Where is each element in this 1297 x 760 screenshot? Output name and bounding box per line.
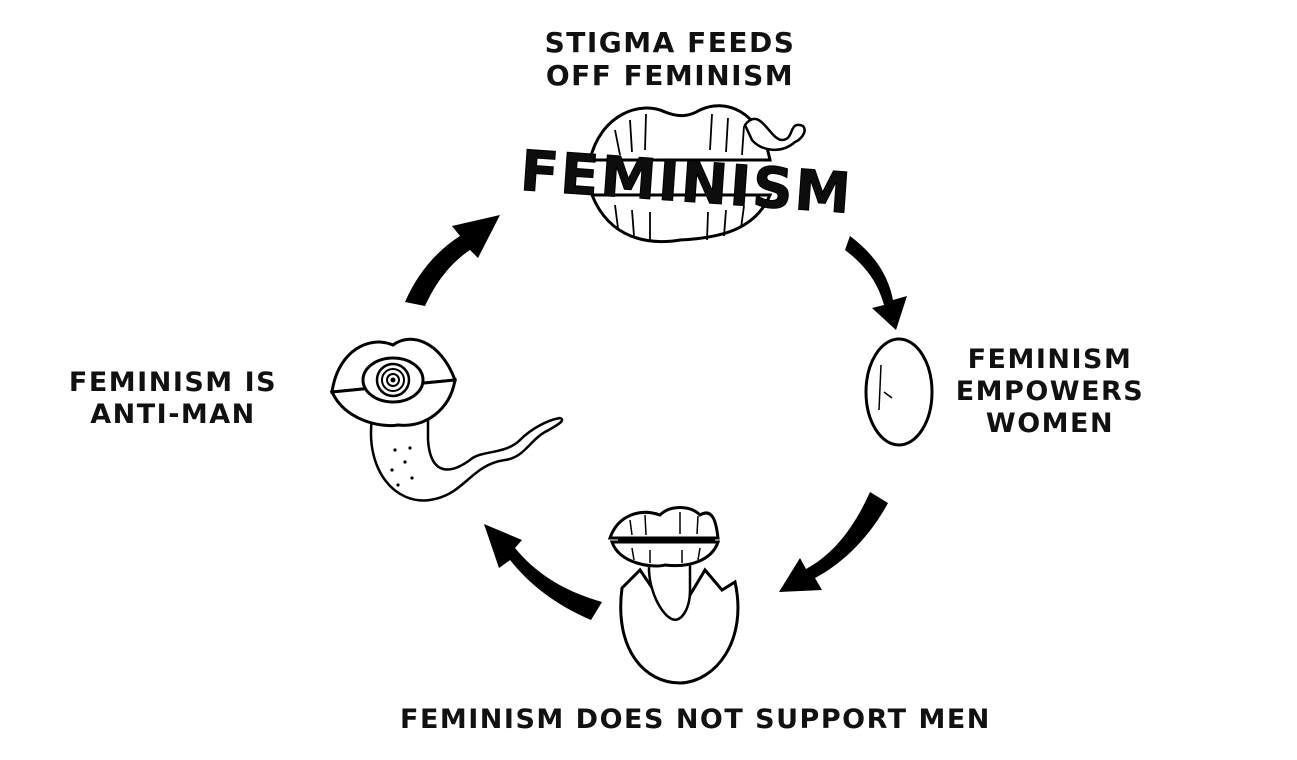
- top-lips-icon: [588, 104, 806, 244]
- stage-label-top: STIGMA FEEDS OFF FEMINISM: [540, 26, 800, 92]
- stage-label-right-line-1: FEMINISM: [967, 344, 1133, 375]
- stage-label-right: FEMINISM EMPOWERS WOMEN: [950, 344, 1150, 440]
- stage-label-top-line-1: STIGMA FEEDS: [544, 26, 796, 59]
- cycle-arrow-icon-3: [484, 524, 602, 620]
- stage-label-left-line-2: ANTI-MAN: [90, 398, 256, 430]
- stage-label-top-line-2: OFF FEMINISM: [545, 59, 795, 93]
- stage-label-right-line-2: EMPOWERS: [955, 375, 1145, 407]
- stage-label-bottom-line-1: FEMINISM DOES NOT SUPPORT MEN: [400, 704, 991, 735]
- egg-icon: [864, 337, 934, 447]
- cycle-arrow-icon-1: [845, 236, 907, 330]
- eye-lips-worm-icon: [329, 337, 564, 502]
- stage-label-bottom: FEMINISM DOES NOT SUPPORT MEN: [400, 704, 991, 736]
- stage-label-right-line-3: WOMEN: [985, 407, 1115, 439]
- stage-label-left-line-1: FEMINISM IS: [68, 367, 278, 398]
- cycle-arrow-icon-2: [779, 492, 888, 592]
- hatching-egg-icon: [607, 506, 740, 685]
- stage-label-left: FEMINISM IS ANTI-MAN: [58, 367, 288, 431]
- cycle-arrow-icon-4: [405, 215, 500, 306]
